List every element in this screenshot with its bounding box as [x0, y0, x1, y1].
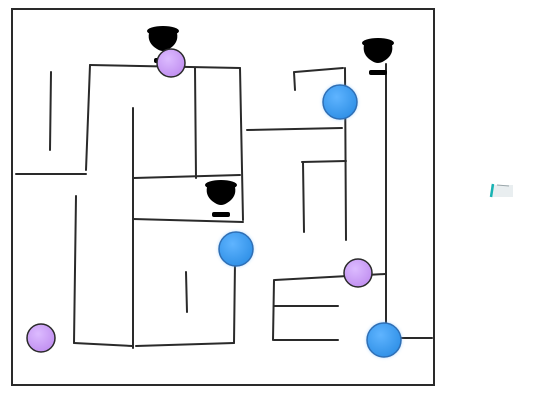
purple-circle-icon[interactable] [26, 323, 56, 353]
maze-walls [15, 63, 433, 349]
trophy-icon[interactable] [205, 180, 237, 217]
purple-circle-icon[interactable] [156, 48, 186, 78]
trophy-icon[interactable] [362, 38, 394, 75]
purple-circle-icon[interactable] [343, 258, 373, 288]
scribble-mark-icon [489, 183, 513, 198]
maze-frame [11, 8, 435, 386]
blue-circle-icon[interactable] [218, 231, 254, 267]
blue-circle-icon[interactable] [366, 322, 402, 358]
blue-circle-icon[interactable] [322, 84, 358, 120]
